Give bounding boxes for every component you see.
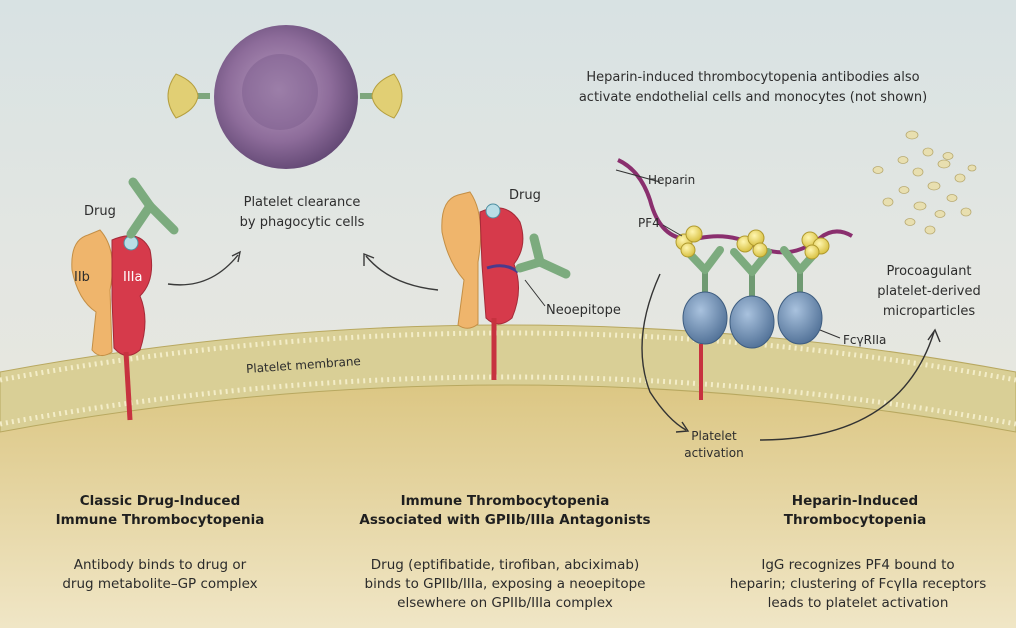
- panel-3-desc-line-3: leads to platelet activation: [767, 595, 949, 611]
- procoag-label: Procoagulant platelet-derived microparti…: [864, 262, 994, 322]
- gp-iiia-left: [111, 235, 153, 421]
- pf4-cluster-3: [801, 231, 830, 260]
- procoag-line-1: Procoagulant: [886, 264, 972, 279]
- fc-receptor-pointer: [819, 329, 841, 339]
- activation-label: Platelet activation: [672, 428, 756, 462]
- arrow-to-clearance-left: [167, 254, 239, 286]
- activation-line-2: activation: [684, 446, 744, 460]
- panel-1-desc: Antibody binds to drug or drug metabolit…: [30, 556, 290, 594]
- panel-3-desc-line-2: heparin; clustering of FcγIIa receptors: [729, 576, 987, 592]
- pf4-cluster-1: [675, 225, 703, 258]
- panel-2-desc: Drug (eptifibatide, tirofiban, abciximab…: [310, 556, 700, 613]
- activation-arrow-up: [759, 331, 935, 441]
- hit-note: Heparin-induced thrombocytopenia antibod…: [538, 68, 968, 108]
- iib-label-left: IIb: [74, 270, 90, 285]
- phagocyte-cell: [214, 25, 358, 169]
- drug-molecule-mid: [485, 203, 501, 219]
- heparin-chain: [617, 158, 854, 255]
- fc-gamma-receptor-3: [777, 270, 823, 345]
- iiia-label-left: IIIa: [123, 270, 143, 285]
- panel-2-desc-line-3: elsewhere on GPIIb/IIIa complex: [397, 595, 613, 611]
- gp-iib-left: [71, 229, 113, 356]
- pf4-cluster-2: [736, 229, 768, 258]
- platelet-cytoplasm: [0, 350, 1016, 628]
- hit-note-line-1: Heparin-induced thrombocytopenia antibod…: [586, 70, 920, 85]
- panel-1-title: Classic Drug-Induced Immune Thrombocytop…: [40, 492, 280, 530]
- activation-arrow-down: [641, 273, 687, 431]
- clearance-label: Platelet clearance by phagocytic cells: [226, 193, 378, 233]
- panel-1-title-line-1: Classic Drug-Induced: [79, 493, 241, 509]
- clearance-line-1: Platelet clearance: [243, 195, 361, 210]
- panel-3-desc: IgG recognizes PF4 bound to heparin; clu…: [710, 556, 1006, 613]
- antibody-mid: [515, 233, 571, 279]
- arrow-to-clearance-mid: [365, 255, 439, 291]
- fc-gamma-receptor-2: [729, 272, 775, 349]
- pf4-pointer: [662, 224, 683, 237]
- clearance-line-2: by phagocytic cells: [239, 215, 365, 230]
- gp-iib-mid: [441, 191, 482, 329]
- fc-receptor-right: [360, 73, 403, 119]
- neoepitope-site: [486, 264, 519, 274]
- fc-gamma-receptor-1: [682, 270, 728, 400]
- panel-1-title-line-2: Immune Thrombocytopenia: [55, 512, 265, 528]
- panel-1-desc-line-2: drug metabolite–GP complex: [62, 576, 258, 592]
- panel-2-title: Immune Thrombocytopenia Associated with …: [310, 492, 700, 530]
- fc-receptor-label: FcγRIIa: [843, 333, 887, 347]
- drug-label-mid: Drug: [509, 188, 541, 203]
- neoepitope-label: Neoepitope: [546, 303, 621, 318]
- panel-3-title-line-2: Thrombocytopenia: [783, 512, 927, 528]
- procoag-line-3: microparticles: [882, 304, 976, 319]
- heparin-label: Heparin: [648, 173, 696, 187]
- panel-2-desc-line-1: Drug (eptifibatide, tirofiban, abciximab…: [370, 557, 640, 573]
- antibody-left: [126, 177, 179, 239]
- procoag-line-2: platelet-derived: [877, 284, 981, 299]
- hit-note-line-2: activate endothelial cells and monocytes…: [578, 90, 928, 105]
- panel-2-desc-line-2: binds to GPIIb/IIIa, exposing a neoepito…: [364, 576, 646, 592]
- panel-3-title: Heparin-Induced Thrombocytopenia: [720, 492, 990, 530]
- panel-2-title-line-2: Associated with GPIIb/IIIa Antagonists: [359, 512, 651, 528]
- panel-2-title-line-1: Immune Thrombocytopenia: [400, 493, 610, 509]
- igg-antibodies: [682, 246, 822, 276]
- neoepitope-pointer: [524, 279, 546, 307]
- fc-receptor-left: [167, 73, 210, 119]
- pf4-label: PF4: [638, 216, 660, 230]
- panel-3-desc-line-1: IgG recognizes PF4 bound to: [761, 557, 955, 573]
- heparin-pointer: [615, 169, 661, 183]
- panel-3-title-line-1: Heparin-Induced: [791, 493, 919, 509]
- panel-1-desc-line-1: Antibody binds to drug or: [73, 557, 247, 573]
- activation-line-1: Platelet: [691, 429, 737, 443]
- microparticles: [872, 130, 977, 235]
- drug-label-left: Drug: [84, 204, 116, 219]
